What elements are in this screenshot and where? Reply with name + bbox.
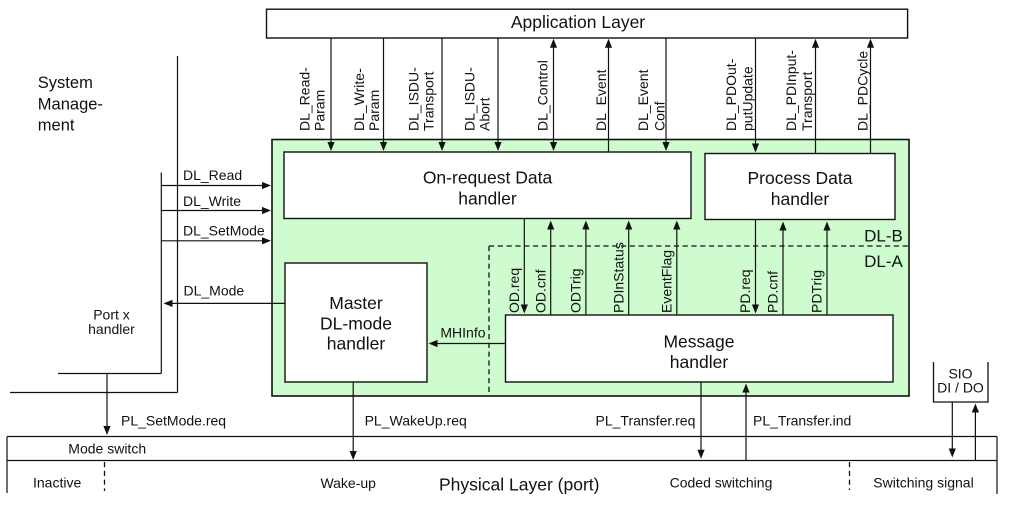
svg-text:ment: ment — [38, 117, 75, 135]
svg-text:DL_SetMode: DL_SetMode — [183, 223, 265, 239]
svg-text:DL_PDOut-: DL_PDOut- — [723, 58, 739, 131]
svg-text:ODTrig: ODTrig — [568, 268, 584, 313]
svg-text:Param: Param — [366, 90, 382, 131]
svg-text:PL_Transfer.req: PL_Transfer.req — [596, 412, 696, 428]
svg-text:PDInStatus: PDInStatus — [610, 242, 626, 313]
svg-text:EventFlag: EventFlag — [659, 250, 675, 313]
svg-text:DL_Event: DL_Event — [635, 69, 651, 131]
svg-text:Application Layer: Application Layer — [511, 12, 645, 32]
svg-text:handler: handler — [771, 189, 830, 209]
svg-text:Port x: Port x — [93, 307, 130, 323]
svg-text:PL_WakeUp.req: PL_WakeUp.req — [365, 412, 467, 428]
svg-text:System: System — [38, 74, 93, 92]
svg-text:DL_PDInput-: DL_PDInput- — [783, 50, 799, 131]
svg-text:Master: Master — [329, 293, 383, 313]
svg-text:Conf: Conf — [652, 101, 668, 131]
svg-text:MHInfo: MHInfo — [440, 325, 485, 341]
svg-text:PD.req: PD.req — [737, 269, 753, 313]
svg-text:DI / DO: DI / DO — [937, 380, 984, 396]
svg-text:DL_Write: DL_Write — [183, 193, 241, 209]
svg-text:Switching signal: Switching signal — [873, 474, 973, 490]
svg-text:PL_SetMode.req: PL_SetMode.req — [121, 412, 226, 428]
svg-text:On-request Data: On-request Data — [423, 168, 553, 188]
svg-text:DL_PDCycle: DL_PDCycle — [855, 51, 871, 131]
svg-text:DL-mode: DL-mode — [320, 314, 392, 334]
svg-text:handler: handler — [88, 321, 135, 337]
svg-text:putUpdate: putUpdate — [740, 66, 756, 131]
svg-text:DL_Read: DL_Read — [183, 167, 242, 183]
svg-text:DL_Write-: DL_Write- — [351, 68, 367, 131]
svg-text:handler: handler — [458, 189, 517, 209]
svg-text:Manage-: Manage- — [38, 95, 103, 113]
svg-text:OD.req: OD.req — [506, 268, 522, 313]
svg-text:SIO: SIO — [948, 366, 972, 382]
svg-text:DL-B: DL-B — [864, 227, 903, 246]
svg-text:Coded switching: Coded switching — [670, 474, 773, 490]
svg-text:handler: handler — [670, 352, 729, 372]
svg-text:Process Data: Process Data — [747, 168, 852, 188]
svg-text:Message: Message — [663, 332, 734, 352]
svg-text:DL_Control: DL_Control — [535, 60, 551, 131]
svg-text:DL-A: DL-A — [864, 252, 903, 271]
svg-text:Param: Param — [311, 90, 327, 131]
svg-text:Mode switch: Mode switch — [68, 441, 146, 457]
svg-text:Inactive: Inactive — [33, 474, 81, 490]
svg-text:DL_Read-: DL_Read- — [296, 67, 312, 131]
svg-text:handler: handler — [327, 334, 386, 354]
svg-text:Transport: Transport — [421, 71, 437, 131]
svg-text:Wake-up: Wake-up — [320, 475, 376, 491]
svg-text:OD.cnf: OD.cnf — [532, 269, 548, 313]
svg-text:PD.cnf: PD.cnf — [765, 271, 781, 313]
svg-text:DL_Event: DL_Event — [593, 69, 609, 131]
svg-text:PL_Transfer.ind: PL_Transfer.ind — [753, 412, 851, 428]
svg-text:DL_Mode: DL_Mode — [184, 283, 245, 299]
svg-text:DL_ISDU-: DL_ISDU- — [462, 67, 478, 131]
svg-text:Transport: Transport — [799, 71, 815, 131]
svg-text:PDTrig: PDTrig — [809, 270, 825, 313]
svg-text:DL_ISDU-: DL_ISDU- — [406, 67, 422, 131]
svg-text:Physical Layer (port): Physical Layer (port) — [439, 475, 599, 495]
svg-text:Abort: Abort — [476, 97, 492, 131]
